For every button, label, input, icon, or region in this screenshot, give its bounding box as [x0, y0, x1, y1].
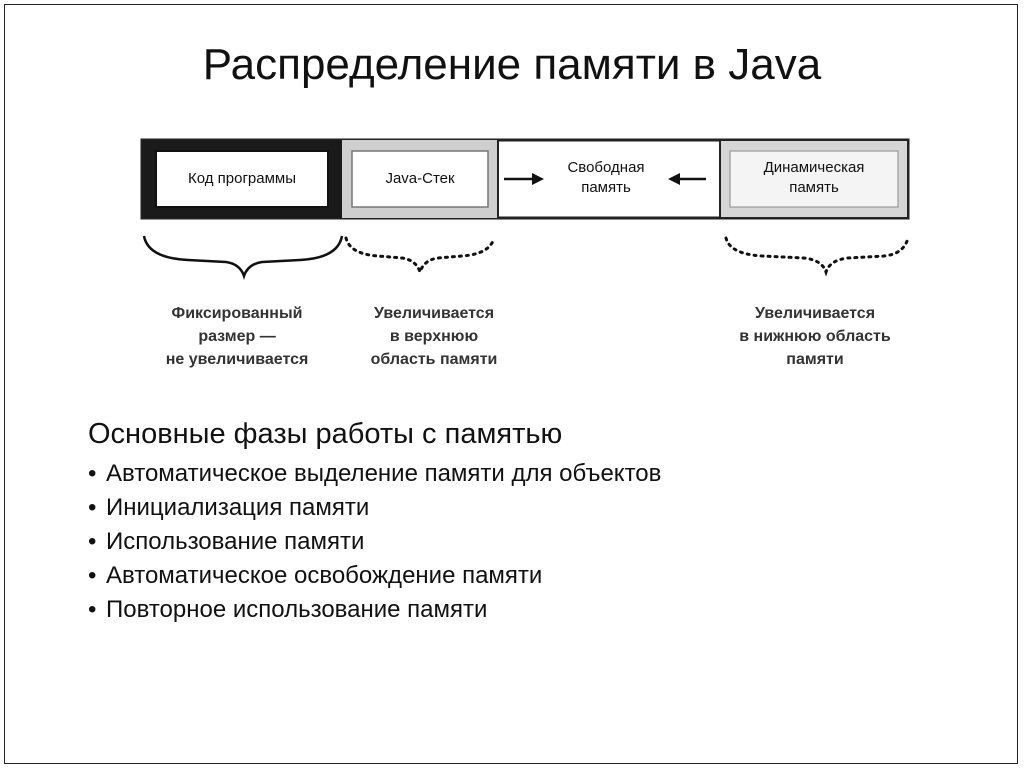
- curly-brace-icon: [142, 235, 344, 280]
- description-line: размер —: [198, 328, 276, 345]
- phase-text: Автоматическое выделение памяти для объе…: [106, 460, 662, 487]
- phase-list-item: • Повторное использование памяти: [88, 593, 948, 627]
- phase-list-item: • Использование памяти: [88, 525, 948, 559]
- bullet-icon: •: [88, 460, 97, 487]
- phases-title: Основные фазы работы с памятью: [88, 418, 563, 450]
- stack-section-inner: [351, 150, 489, 208]
- arrow-left-icon: [668, 173, 706, 185]
- memory-diagram: Код программы Java-Стек Свободная память…: [128, 118, 928, 388]
- free-memory-label-line2: память: [581, 179, 631, 196]
- stack-growth-description: Увеличивается в верхнюю область памяти: [344, 302, 524, 371]
- dotted-brace-icon: [724, 236, 910, 277]
- phase-text: Повторное использование памяти: [106, 596, 488, 623]
- heap-section-label-line2: память: [789, 179, 839, 196]
- description-line: область памяти: [370, 351, 498, 368]
- heap-section-label-line1: Динамическая: [763, 159, 865, 176]
- memory-diagram-graphics: [140, 138, 910, 280]
- free-memory-label-line1: Свободная: [567, 159, 645, 176]
- description-line: Увеличивается: [373, 305, 495, 322]
- phase-list-item: • Инициализация памяти: [88, 491, 948, 525]
- bullet-icon: •: [88, 494, 97, 521]
- heap-growth-description: Увеличивается в нижнюю область памяти: [702, 302, 928, 371]
- phase-text: Инициализация памяти: [106, 494, 370, 521]
- fixed-size-description: Фиксированный размер — не увеличивается: [128, 302, 346, 371]
- phase-list-item: • Автоматическое освобождение памяти: [88, 559, 948, 593]
- phase-text: Автоматическое освобождение памяти: [106, 562, 543, 589]
- free-memory-label: Свободная память: [544, 158, 668, 198]
- stack-section-label: Java-Стек: [385, 170, 455, 187]
- description-line: не увеличивается: [165, 351, 309, 368]
- description-line: Увеличивается: [754, 305, 876, 322]
- description-line: в верхнюю: [389, 328, 479, 345]
- slide-title: Распределение памяти в Java: [202, 40, 822, 89]
- memory-phases-section: Основные фазы работы с памятью • Автомати…: [88, 418, 948, 627]
- description-line: в нижнюю область: [739, 328, 891, 345]
- heap-section-inner: [729, 150, 899, 208]
- code-section-inner: [155, 150, 329, 208]
- bullet-icon: •: [88, 562, 97, 589]
- code-section-label: Код программы: [187, 170, 297, 187]
- bullet-icon: •: [88, 596, 97, 623]
- description-line: памяти: [786, 351, 844, 368]
- phase-list-item: • Автоматическое выделение памяти для объ…: [88, 457, 948, 491]
- heap-section-label: Динамическая память: [730, 158, 898, 198]
- slide-frame: [4, 4, 1018, 764]
- dotted-brace-icon: [344, 236, 496, 277]
- bullet-icon: •: [88, 528, 97, 555]
- description-line: Фиксированный: [171, 305, 303, 322]
- arrow-right-icon: [504, 173, 544, 185]
- phase-text: Использование памяти: [106, 528, 365, 555]
